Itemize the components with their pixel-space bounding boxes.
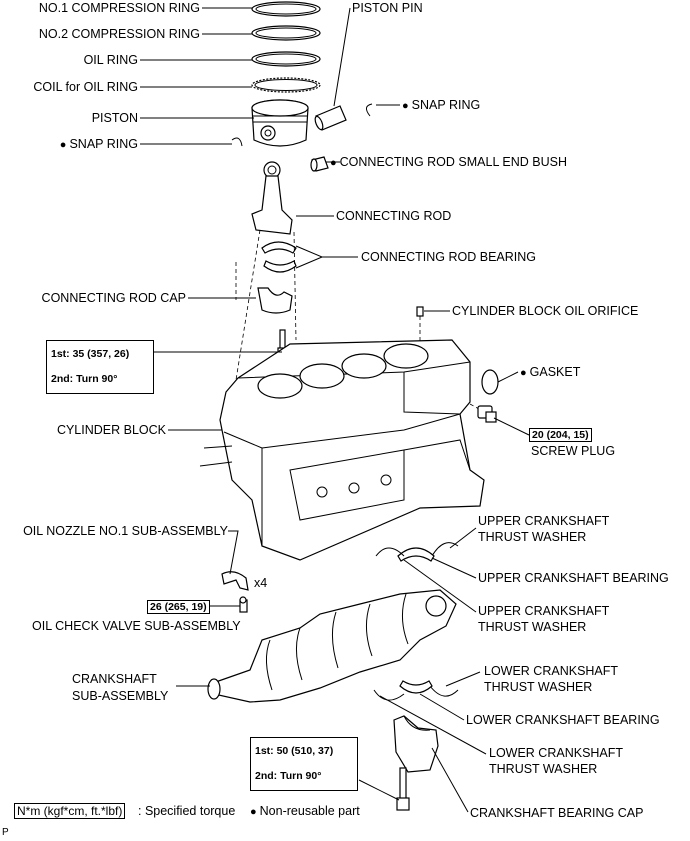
no1-compression-ring-label: NO.1 COMPRESSION RING — [38, 1, 200, 15]
upper-thrust-washer-2-label-b: THRUST WASHER — [478, 620, 587, 634]
cap-torque-1st: 1st: 50 (510, 37) — [255, 745, 334, 757]
piston-pin-label: PISTON PIN — [352, 1, 423, 15]
gasket-part — [481, 369, 499, 395]
rod-bearing-lower-part — [263, 260, 297, 273]
crankshaft-part — [207, 589, 457, 703]
lower-bearing-label: LOWER CRANKSHAFT BEARING — [466, 713, 660, 727]
rod-cap-label: CONNECTING ROD CAP — [41, 291, 186, 305]
connecting-rod-label: CONNECTING ROD — [336, 209, 452, 223]
screw-plug-part — [477, 405, 497, 423]
upper-crankshaft-bearing-part — [397, 547, 435, 562]
upper-thrust-washer-2-label-a: UPPER CRANKSHAFT — [478, 604, 610, 618]
snap-ring-left-part — [231, 137, 243, 147]
crankshaft-label-a: CRANKSHAFT — [72, 672, 157, 686]
screw-plug-label: SCREW PLUG — [531, 444, 616, 458]
small-end-bush-label: CONNECTING ROD SMALL END BUSH — [330, 155, 567, 170]
legend-specified-torque: : Specified torque — [138, 804, 236, 818]
screw-plug-torque-box: 20 (204, 15) — [529, 428, 592, 442]
bearing-cap-label: CRANKSHAFT BEARING CAP — [470, 806, 644, 820]
rod-torque-2nd: 2nd: Turn 90° — [51, 373, 118, 385]
corner-mark: P — [2, 827, 9, 838]
legend-non-reusable: Non-reusable part — [250, 804, 360, 819]
rod-bearing-upper-part — [261, 241, 297, 254]
upper-thrust-washer-1-part — [431, 542, 459, 557]
lower-thrust-washer-2-label-a: LOWER CRANKSHAFT — [489, 746, 624, 760]
lower-thrust-washer-2-part — [373, 689, 405, 701]
bearing-cap-torque-box: 1st: 50 (510, 37) 2nd: Turn 90° — [250, 737, 358, 791]
lower-thrust-washer-1-label-b: THRUST WASHER — [484, 680, 593, 694]
lower-thrust-washer-1-part — [429, 685, 459, 697]
bearing-cap-bolt-part — [396, 767, 410, 811]
check-valve-torque-box: 26 (265, 19) — [147, 600, 210, 614]
upper-thrust-washer-2-part — [375, 547, 405, 557]
oil-nozzle-part — [221, 571, 249, 591]
rod-cap-part — [257, 287, 293, 314]
cap-torque-2nd: 2nd: Turn 90° — [255, 770, 322, 782]
piston-label: PISTON — [91, 111, 138, 125]
upper-thrust-washer-1-label-b: THRUST WASHER — [478, 530, 587, 544]
oil-nozzle-label: OIL NOZZLE NO.1 SUB-ASSEMBLY — [23, 524, 228, 538]
rod-torque-1st: 1st: 35 (357, 26) — [51, 348, 130, 360]
oil-nozzle-count: x4 — [254, 576, 268, 590]
lower-thrust-washer-2-label-b: THRUST WASHER — [489, 762, 598, 776]
piston-part — [251, 99, 309, 147]
upper-bearing-label: UPPER CRANKSHAFT BEARING — [478, 571, 669, 585]
lower-thrust-washer-1-label-a: LOWER CRANKSHAFT — [484, 664, 619, 678]
snap-ring-right-part — [366, 103, 373, 117]
check-valve-label: OIL CHECK VALVE SUB-ASSEMBLY — [32, 619, 241, 633]
upper-thrust-washer-1-label-a: UPPER CRANKSHAFT — [478, 514, 610, 528]
cylinder-block-label: CYLINDER BLOCK — [56, 423, 166, 437]
crankshaft-bearing-cap-part — [393, 715, 439, 773]
oil-ring-part — [251, 51, 321, 67]
piston-pin-part — [314, 105, 347, 131]
small-end-bush-part — [310, 156, 329, 172]
no1-compression-ring-part — [251, 1, 321, 17]
rod-bolt-torque-box: 1st: 35 (357, 26) 2nd: Turn 90° — [46, 340, 154, 394]
snap-ring-right-label: SNAP RING — [402, 98, 481, 113]
rod-bearing-label: CONNECTING ROD BEARING — [361, 250, 537, 264]
no2-compression-ring-part — [251, 25, 321, 41]
no2-compression-ring-label: NO.2 COMPRESSION RING — [38, 27, 200, 41]
oil-orifice-label: CYLINDER BLOCK OIL ORIFICE — [452, 304, 639, 318]
oil-orifice-part — [416, 306, 424, 317]
oil-ring-label: OIL RING — [83, 53, 138, 67]
lower-crankshaft-bearing-part — [399, 680, 433, 694]
coil-oil-ring-part — [251, 77, 321, 93]
legend-unit-box: N*m (kgf*cm, ft.*lbf) — [14, 803, 126, 819]
gasket-label: GASKET — [520, 365, 581, 380]
connecting-rod-part — [251, 161, 293, 235]
check-valve-part — [239, 596, 248, 613]
cylinder-block-part — [199, 339, 485, 561]
snap-ring-left-label: SNAP RING — [60, 137, 138, 152]
coil-oil-ring-label: COIL for OIL RING — [33, 80, 138, 94]
crankshaft-label-b: SUB-ASSEMBLY — [72, 689, 169, 703]
